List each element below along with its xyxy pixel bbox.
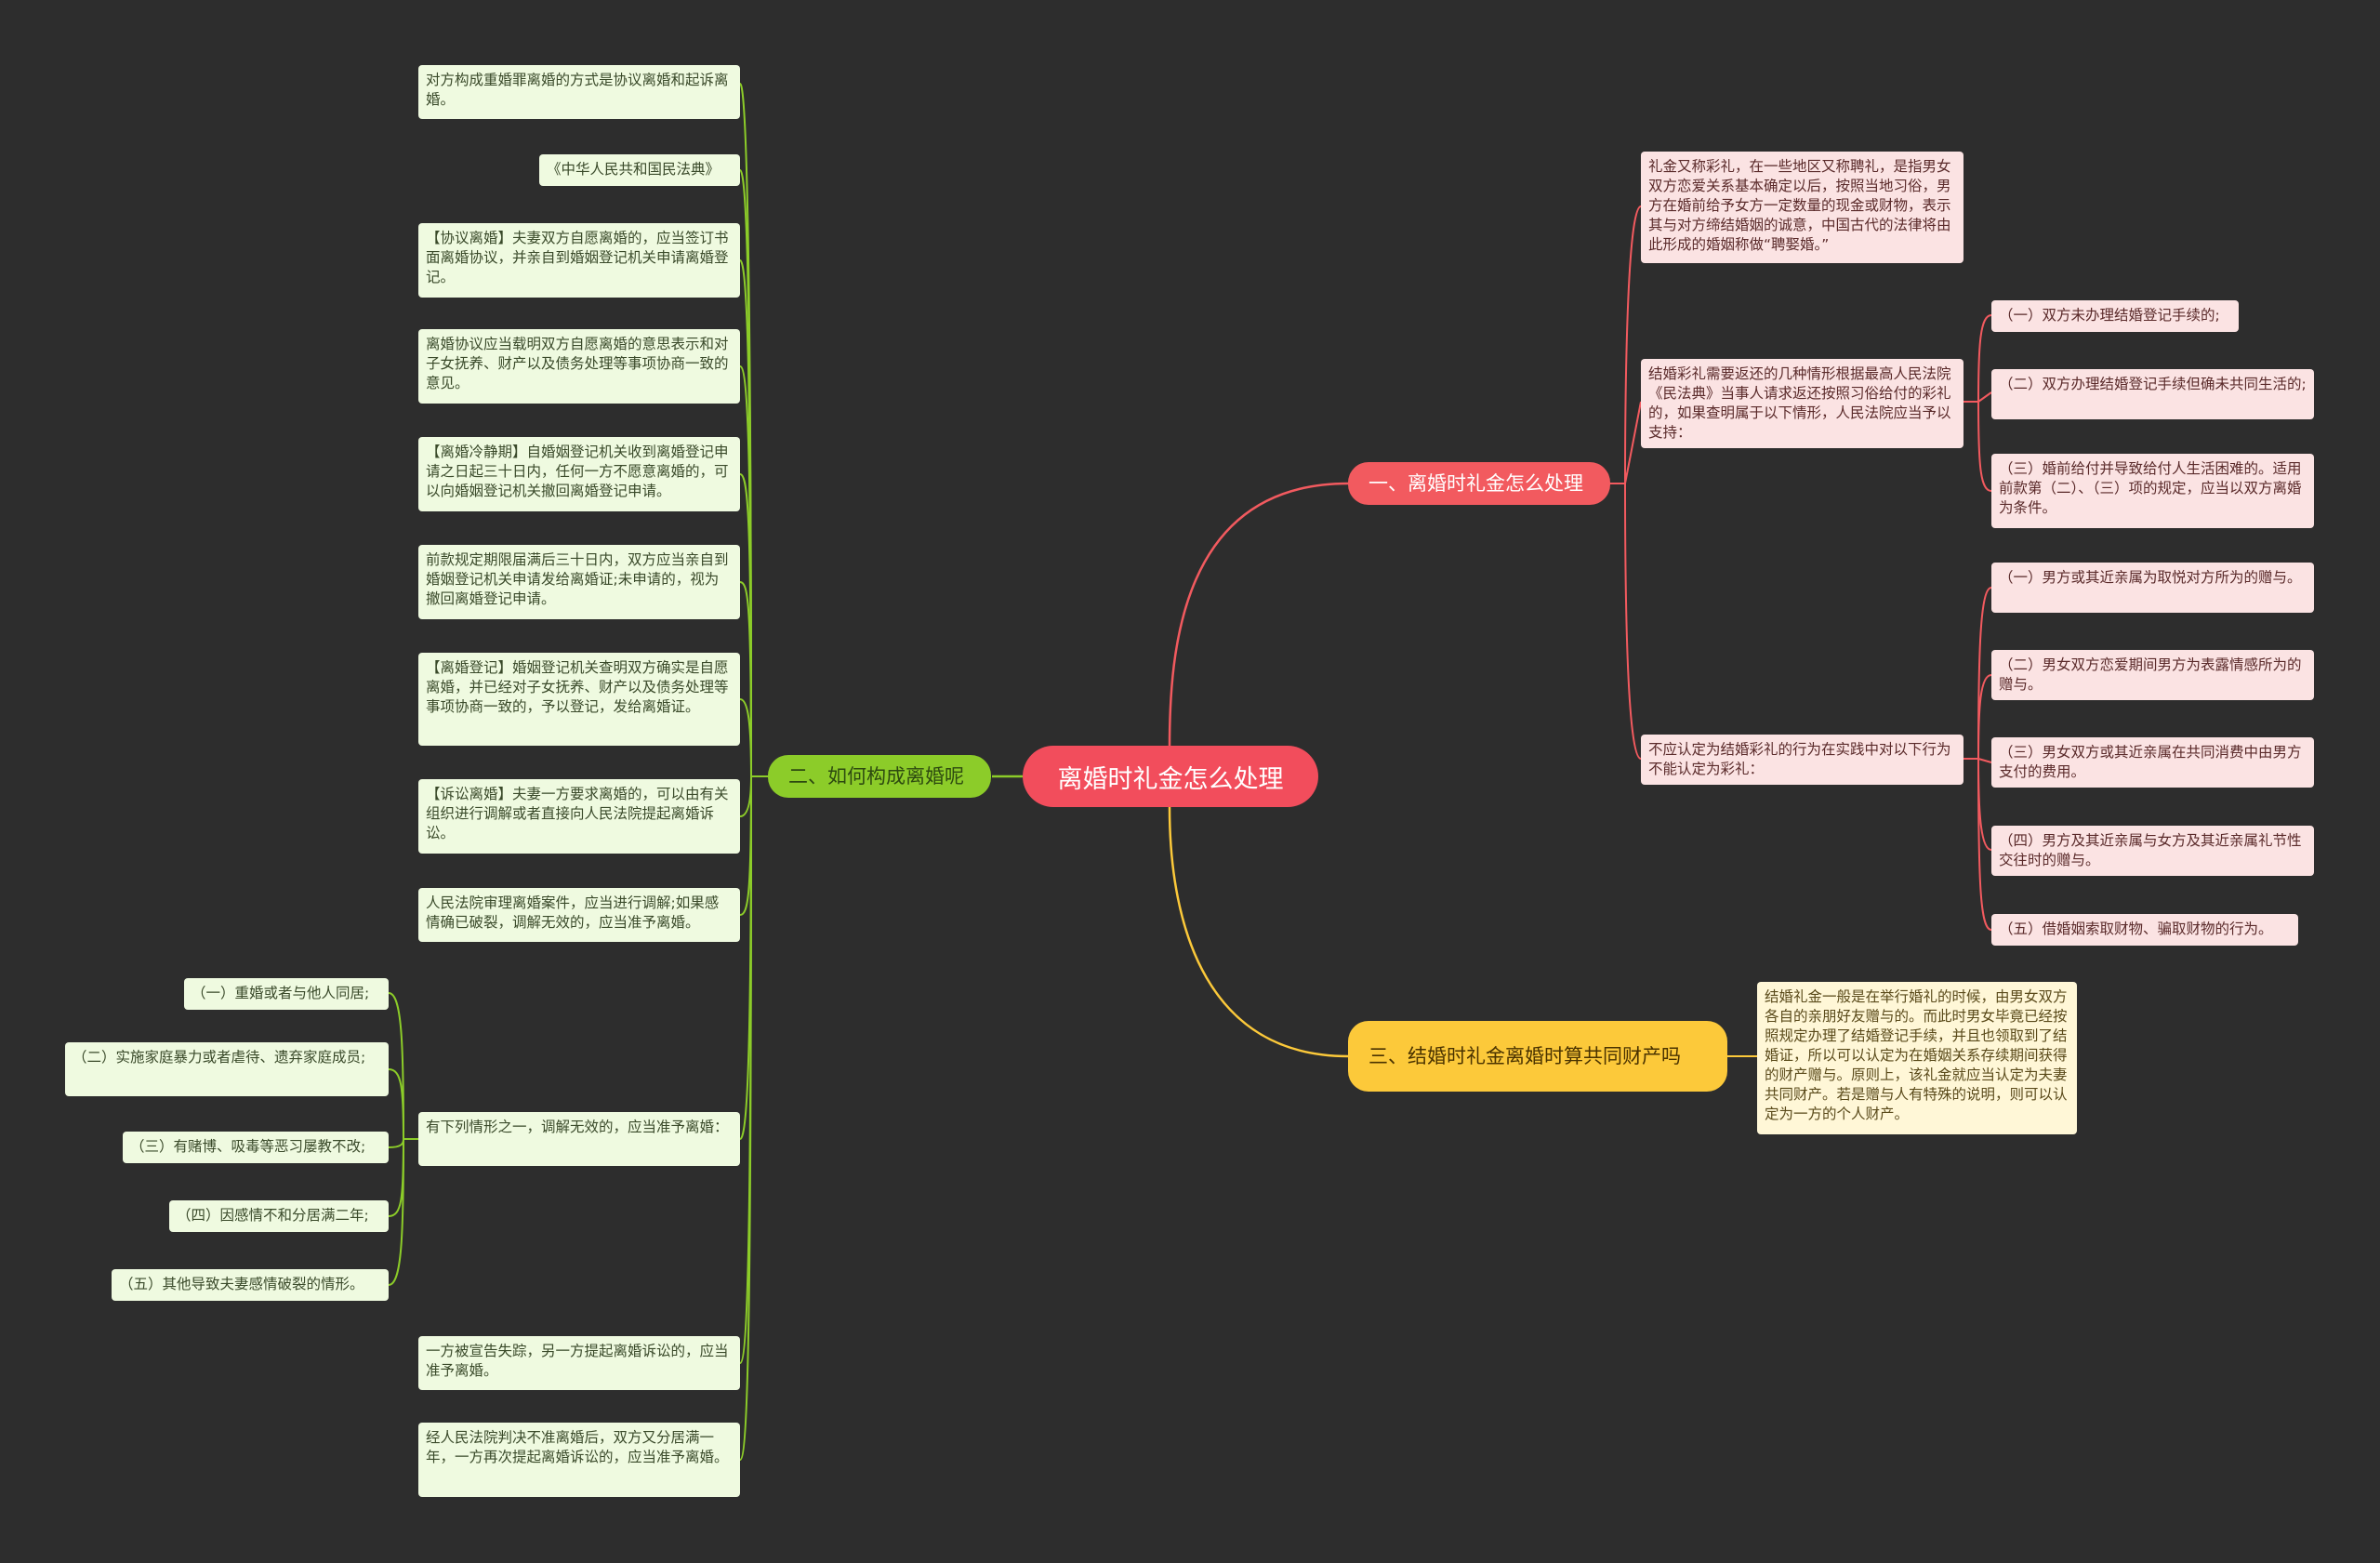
b2-item-2[interactable]: 《中华人民共和国民法典》: [539, 154, 740, 186]
b1-return-rule-node[interactable]: 结婚彩礼需要返还的几种情形根据最高人民法院《民法典》当事人请求返还按照习俗给付的…: [1641, 359, 1964, 448]
b2-item-8[interactable]: 【诉讼离婚】夫妻一方要求离婚的，可以由有关组织进行调解或者直接向人民法院提起离婚…: [418, 779, 740, 854]
b1-return-item-1-text: （一）双方未办理结婚登记手续的;: [1999, 307, 2220, 324]
b2-item-3[interactable]: 【协议离婚】夫妻双方自愿离婚的，应当签订书面离婚协议，并亲自到婚姻登记机关申请离…: [418, 223, 740, 298]
b2-item-6-text: 前款规定期限届满后三十日内，双方应当亲自到婚姻登记机关申请发给离婚证;未申请的，…: [426, 551, 729, 607]
b3-text: 结婚礼金一般是在举行婚礼的时候，由男女双方各自的亲朋好友赠与的。而此时男女毕竟已…: [1765, 988, 2068, 1122]
b2-sub-item-5-text: （五）其他导致夫妻感情破裂的情形。: [119, 1276, 364, 1292]
b1-not-gift-item-5[interactable]: （五）借婚姻索取财物、骗取财物的行为。: [1991, 914, 2298, 946]
b2-item-4[interactable]: 离婚协议应当载明双方自愿离婚的意思表示和对子女抚养、财产以及债务处理等事项协商一…: [418, 329, 740, 404]
b2-item-9-text: 人民法院审理离婚案件，应当进行调解;如果感情确已破裂，调解无效的，应当准予离婚。: [426, 894, 720, 931]
b1-not-gift-item-2[interactable]: （二）男女双方恋爱期间男方为表露情感所为的赠与。: [1991, 650, 2314, 700]
b2-item-12[interactable]: 经人民法院判决不准离婚后，双方又分居满一年，一方再次提起离婚诉讼的，应当准予离婚…: [418, 1423, 740, 1497]
b2-sub-item-3[interactable]: （三）有赌博、吸毒等恶习屡教不改;: [123, 1132, 389, 1163]
b2-item-11-text: 一方被宣告失踪，另一方提起离婚诉讼的，应当准予离婚。: [426, 1343, 729, 1379]
b2-item-5-text: 【离婚冷静期】自婚姻登记机关收到离婚登记申请之日起三十日内，任何一方不愿意离婚的…: [426, 444, 729, 499]
b2-item-6[interactable]: 前款规定期限届满后三十日内，双方应当亲自到婚姻登记机关申请发给离婚证;未申请的，…: [418, 545, 740, 619]
b3-text-node[interactable]: 结婚礼金一般是在举行婚礼的时候，由男女双方各自的亲朋好友赠与的。而此时男女毕竟已…: [1757, 982, 2077, 1134]
b2-item-9[interactable]: 人民法院审理离婚案件，应当进行调解;如果感情确已破裂，调解无效的，应当准予离婚。: [418, 888, 740, 942]
b2-sub-item-2[interactable]: （二）实施家庭暴力或者虐待、遗弃家庭成员;: [65, 1042, 389, 1096]
b1-return-item-1[interactable]: （一）双方未办理结婚登记手续的;: [1991, 300, 2239, 332]
b1-intro-text: 礼金又称彩礼，在一些地区又称聘礼，是指男女双方恋爱关系基本确定以后，按照当地习俗…: [1648, 158, 1951, 253]
branch-topic-2[interactable]: 二、如何构成离婚呢: [768, 755, 991, 798]
b1-return-rule-text: 结婚彩礼需要返还的几种情形根据最高人民法院《民法典》当事人请求返还按照习俗给付的…: [1648, 365, 1951, 441]
edge-root-branch1: [1168, 482, 1349, 748]
b1-not-gift-item-4[interactable]: （四）男方及其近亲属与女方及其近亲属礼节性交往时的赠与。: [1991, 826, 2314, 876]
b2-item-2-text: 《中华人民共和国民法典》: [547, 161, 721, 178]
b2-item-3-text: 【协议离婚】夫妻双方自愿离婚的，应当签订书面离婚协议，并亲自到婚姻登记机关申请离…: [426, 230, 729, 285]
b2-sub-item-5[interactable]: （五）其他导致夫妻感情破裂的情形。: [112, 1269, 389, 1301]
b1-return-item-3-text: （三）婚前给付并导致给付人生活困难的。适用前款第（二）、（三）项的规定，应当以双…: [1999, 460, 2302, 516]
b2-item-7[interactable]: 【离婚登记】婚姻登记机关查明双方确实是自愿离婚，并已经对子女抚养、财产以及债务处…: [418, 653, 740, 746]
branch1-edges: [1610, 205, 1992, 931]
b1-not-gift-item-4-text: （四）男方及其近亲属与女方及其近亲属礼节性交往时的赠与。: [1999, 832, 2302, 868]
root-topic[interactable]: 离婚时礼金怎么处理: [1023, 746, 1318, 807]
branch-topic-3-label: 三、结婚时礼金离婚时算共同财产吗: [1368, 1044, 1681, 1067]
b2-sub-item-2-text: （二）实施家庭暴力或者虐待、遗弃家庭成员;: [73, 1049, 366, 1066]
b2-item-10[interactable]: 有下列情形之一，调解无效的，应当准予离婚：: [418, 1112, 740, 1166]
branch-topic-2-label: 二、如何构成离婚呢: [788, 764, 964, 788]
b1-return-item-2-text: （二）双方办理结婚登记手续但确未共同生活的;: [1999, 376, 2307, 392]
edge-root-branch3: [1168, 806, 1349, 1058]
b2-item-5[interactable]: 【离婚冷静期】自婚姻登记机关收到离婚登记申请之日起三十日内，任何一方不愿意离婚的…: [418, 437, 740, 511]
b2-item-1[interactable]: 对方构成重婚罪离婚的方式是协议离婚和起诉离婚。: [418, 65, 740, 119]
branch-topic-3[interactable]: 三、结婚时礼金离婚时算共同财产吗: [1348, 1021, 1727, 1092]
b2-item-4-text: 离婚协议应当载明双方自愿离婚的意思表示和对子女抚养、财产以及债务处理等事项协商一…: [426, 336, 729, 391]
b1-not-gift-rule-node[interactable]: 不应认定为结婚彩礼的行为在实践中对以下行为不能认定为彩礼：: [1641, 735, 1964, 785]
b2-sub-item-4[interactable]: （四）因感情不和分居满二年;: [169, 1200, 389, 1232]
branch-topic-1-label: 一、离婚时礼金怎么处理: [1368, 471, 1583, 495]
b2-sub-item-1[interactable]: （一）重婚或者与他人同居;: [184, 978, 389, 1010]
b1-not-gift-rule-text: 不应认定为结婚彩礼的行为在实践中对以下行为不能认定为彩礼：: [1648, 741, 1951, 777]
b1-return-item-3[interactable]: （三）婚前给付并导致给付人生活困难的。适用前款第（二）、（三）项的规定，应当以双…: [1991, 454, 2314, 528]
b2-sub-item-4-text: （四）因感情不和分居满二年;: [177, 1207, 369, 1224]
b1-intro-node[interactable]: 礼金又称彩礼，在一些地区又称聘礼，是指男女双方恋爱关系基本确定以后，按照当地习俗…: [1641, 152, 1964, 263]
b1-not-gift-item-1-text: （一）男方或其近亲属为取悦对方所为的赠与。: [1999, 569, 2302, 586]
branch-topic-1[interactable]: 一、离婚时礼金怎么处理: [1348, 462, 1610, 505]
root-topic-label: 离婚时礼金怎么处理: [1057, 764, 1284, 794]
b2-sub-item-1-text: （一）重婚或者与他人同居;: [192, 985, 370, 1001]
b2-item-12-text: 经人民法院判决不准离婚后，双方又分居满一年，一方再次提起离婚诉讼的，应当准予离婚…: [426, 1429, 729, 1465]
branch2-edges: [388, 83, 768, 1461]
b1-not-gift-item-1[interactable]: （一）男方或其近亲属为取悦对方所为的赠与。: [1991, 563, 2314, 613]
b2-item-7-text: 【离婚登记】婚姻登记机关查明双方确实是自愿离婚，并已经对子女抚养、财产以及债务处…: [426, 659, 729, 715]
b2-item-1-text: 对方构成重婚罪离婚的方式是协议离婚和起诉离婚。: [426, 72, 729, 108]
b1-not-gift-item-2-text: （二）男女双方恋爱期间男方为表露情感所为的赠与。: [1999, 656, 2302, 693]
b2-item-10-text: 有下列情形之一，调解无效的，应当准予离婚：: [426, 1119, 729, 1135]
b2-item-11[interactable]: 一方被宣告失踪，另一方提起离婚诉讼的，应当准予离婚。: [418, 1336, 740, 1390]
b1-not-gift-item-3-text: （三）男女双方或其近亲属在共同消费中由男方支付的费用。: [1999, 744, 2302, 780]
b2-sub-item-3-text: （三）有赌博、吸毒等恶习屡教不改;: [130, 1138, 366, 1155]
b1-return-item-2[interactable]: （二）双方办理结婚登记手续但确未共同生活的;: [1991, 369, 2314, 419]
b1-not-gift-item-3[interactable]: （三）男女双方或其近亲属在共同消费中由男方支付的费用。: [1991, 737, 2314, 788]
b2-item-8-text: 【诉讼离婚】夫妻一方要求离婚的，可以由有关组织进行调解或者直接向人民法院提起离婚…: [426, 786, 729, 841]
b1-not-gift-item-5-text: （五）借婚姻索取财物、骗取财物的行为。: [1999, 921, 2273, 937]
